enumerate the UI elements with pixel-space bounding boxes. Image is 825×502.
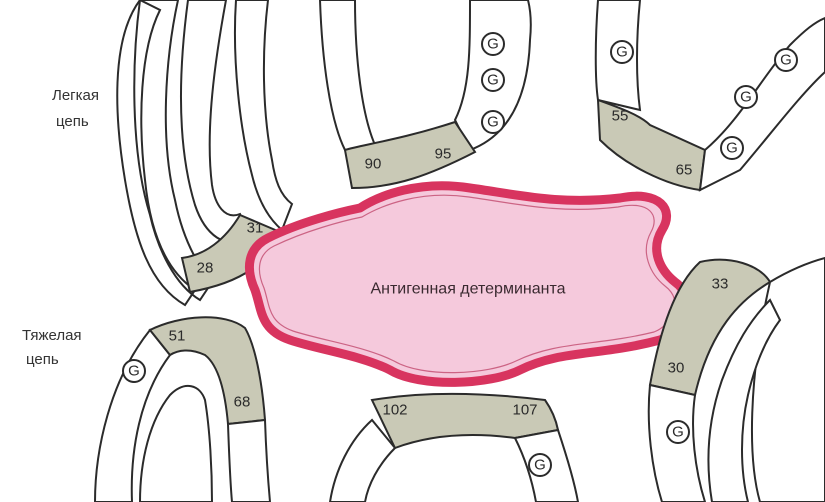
residue-30: 30 — [668, 360, 685, 377]
residue-33: 33 — [712, 276, 729, 293]
svg-text:G: G — [487, 114, 499, 131]
heavy-chain-left-inner — [228, 420, 270, 502]
glycan-marker: G — [735, 86, 757, 108]
glycan-marker: G — [611, 41, 633, 63]
heavy-chain-bottom-left-arm — [330, 420, 395, 502]
residue-68: 68 — [234, 394, 251, 411]
glycan-marker: G — [123, 360, 145, 382]
light-chain-label-line2: цепь — [56, 113, 89, 130]
light-chain-loop-right — [235, 0, 292, 230]
glycan-marker: G — [482, 69, 504, 91]
svg-text:G: G — [616, 44, 628, 61]
light-chain-label-line1: Легкая — [52, 87, 99, 104]
glycan-marker: G — [529, 454, 551, 476]
svg-text:G: G — [726, 140, 738, 157]
svg-text:G: G — [487, 36, 499, 53]
svg-text:G: G — [487, 72, 499, 89]
residue-65: 65 — [676, 162, 693, 179]
residue-31: 31 — [247, 220, 264, 237]
glycan-marker: G — [482, 111, 504, 133]
residue-107: 107 — [512, 402, 537, 419]
upper-right-chain-right-arm — [700, 18, 825, 190]
heavy-chain-left-loop — [140, 386, 212, 502]
svg-text:G: G — [128, 363, 140, 380]
residue-51: 51 — [169, 328, 186, 345]
glycan-marker: G — [667, 421, 689, 443]
svg-text:G: G — [672, 424, 684, 441]
glycan-marker: G — [775, 49, 797, 71]
glycan-marker: G — [482, 33, 504, 55]
svg-text:G: G — [740, 89, 752, 106]
residue-102: 102 — [382, 402, 407, 419]
svg-text:G: G — [780, 52, 792, 69]
upper-middle-chain — [320, 0, 375, 150]
glycan-marker: G — [721, 137, 743, 159]
heavy-chain-right-outer — [752, 258, 825, 502]
residue-55: 55 — [612, 108, 629, 125]
residue-90: 90 — [365, 156, 382, 173]
svg-text:G: G — [534, 457, 546, 474]
heavy-chain-label-line1: Тяжелая — [22, 327, 82, 344]
residue-95: 95 — [435, 146, 452, 163]
determinant-label: Антигенная детерминанта — [370, 281, 565, 298]
heavy-chain-label-line2: цепь — [26, 351, 59, 368]
residue-28: 28 — [197, 260, 214, 277]
